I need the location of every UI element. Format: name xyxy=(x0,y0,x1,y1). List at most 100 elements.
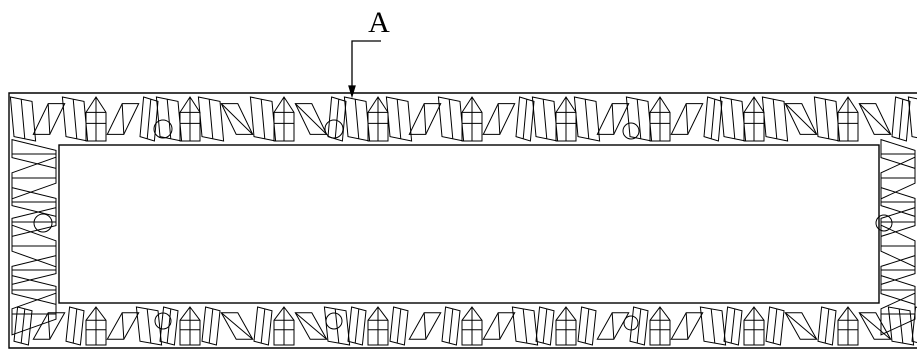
aggregate-edge xyxy=(497,103,501,135)
aggregate-fill xyxy=(9,96,917,346)
aggregate-block xyxy=(535,306,555,346)
aggregate-block xyxy=(220,312,254,340)
aggregate-edge xyxy=(785,312,817,340)
aggregate-pebble xyxy=(153,119,173,139)
aggregate-block xyxy=(139,96,159,142)
aggregate-block xyxy=(784,312,818,340)
aggregate-block xyxy=(891,96,911,142)
aggregate-block xyxy=(511,306,539,346)
aggregate-edge xyxy=(824,98,830,140)
aggregate-block xyxy=(159,306,179,346)
aggregate-block xyxy=(441,306,461,346)
aggregate-pebble xyxy=(154,312,172,330)
aggregate-block xyxy=(817,306,837,346)
aggregate-edge xyxy=(584,308,590,344)
aggregate-block xyxy=(135,306,163,346)
aggregate-edge xyxy=(584,98,590,140)
aggregate-edge xyxy=(858,103,892,135)
aggregate-edge xyxy=(334,98,340,140)
aggregate-edge xyxy=(20,98,26,140)
aggregate-edge xyxy=(47,103,51,135)
aggregate-block xyxy=(65,306,85,346)
aggregate-block xyxy=(573,96,601,142)
aggregate-block xyxy=(201,306,221,346)
aggregate-block xyxy=(699,306,727,346)
aggregate-edge xyxy=(448,308,454,344)
frame-outline xyxy=(8,92,917,349)
aggregate-edge xyxy=(542,308,548,344)
aggregate-block xyxy=(880,292,916,336)
aggregate-edge xyxy=(396,98,402,140)
aggregate-edge xyxy=(522,98,528,140)
aggregate-edge xyxy=(824,308,830,344)
aggregate-edge xyxy=(146,98,152,140)
aggregate-pebble xyxy=(622,122,640,140)
aggregate-edge xyxy=(208,98,214,140)
aggregate-edge xyxy=(710,308,716,344)
leader-line xyxy=(351,40,381,92)
aggregate-edge xyxy=(72,308,78,344)
aggregate-block xyxy=(703,96,723,142)
inner-cavity xyxy=(58,144,880,304)
aggregate-edge xyxy=(220,103,254,135)
aggregate-block xyxy=(723,306,743,346)
aggregate-edge xyxy=(334,308,340,344)
aggregate-edge xyxy=(354,98,360,140)
aggregate-edge xyxy=(47,312,51,340)
aggregate-block xyxy=(220,103,254,135)
aggregate-block xyxy=(347,306,367,346)
aggregate-edge xyxy=(72,98,78,140)
aggregate-edge xyxy=(730,98,736,140)
aggregate-block xyxy=(327,96,347,142)
aggregate-edge xyxy=(685,103,689,135)
aggregate-pebble xyxy=(325,312,343,330)
aggregate-edge xyxy=(260,308,266,344)
aggregate-block xyxy=(907,96,917,139)
callout-label: A xyxy=(368,6,390,39)
aggregate-edge xyxy=(423,103,427,135)
aggregate-block xyxy=(11,292,57,336)
aggregate-block xyxy=(323,306,351,346)
aggregate-edge xyxy=(448,98,454,140)
aggregate-edge xyxy=(208,308,214,344)
aggregate-edge xyxy=(636,308,642,344)
aggregate-edge xyxy=(146,308,152,344)
outer-boundary xyxy=(8,92,917,349)
aggregate-block xyxy=(577,306,597,346)
aggregate-block xyxy=(253,306,273,346)
aggregate-edge xyxy=(423,312,427,340)
aggregate-edge xyxy=(636,98,642,140)
aggregate-edge xyxy=(611,312,615,340)
aggregate-block xyxy=(197,96,225,142)
aggregate-block xyxy=(294,312,328,340)
aggregate-edge xyxy=(396,308,402,344)
aggregate-block xyxy=(858,103,892,135)
aggregate-edge xyxy=(542,98,548,140)
aggregate-edge xyxy=(772,98,778,140)
aggregate-block xyxy=(765,306,785,346)
aggregate-block xyxy=(761,96,789,142)
aggregate-edge xyxy=(730,308,736,344)
aggregate-pebble xyxy=(33,213,53,233)
aggregate-pebble xyxy=(324,119,344,139)
aggregate-edge xyxy=(121,103,125,135)
aggregate-edge xyxy=(221,312,253,340)
aggregate-edge xyxy=(20,308,26,344)
aggregate-edge xyxy=(784,103,818,135)
aggregate-block xyxy=(858,312,892,340)
aggregate-edge xyxy=(522,308,528,344)
aggregate-edge xyxy=(859,312,891,340)
aggregate-block xyxy=(9,96,37,142)
aggregate-edge xyxy=(121,312,125,340)
aggregate-edge xyxy=(295,312,327,340)
aggregate-pebble xyxy=(875,214,893,232)
aggregate-edge xyxy=(685,312,689,340)
aggregate-block xyxy=(911,306,917,344)
callout-leader xyxy=(348,40,381,99)
aggregate-edge xyxy=(166,98,172,140)
leader-arrowhead xyxy=(348,85,356,99)
aggregate-edge xyxy=(497,312,501,340)
aggregate-edge xyxy=(354,308,360,344)
aggregate-edge xyxy=(260,98,266,140)
